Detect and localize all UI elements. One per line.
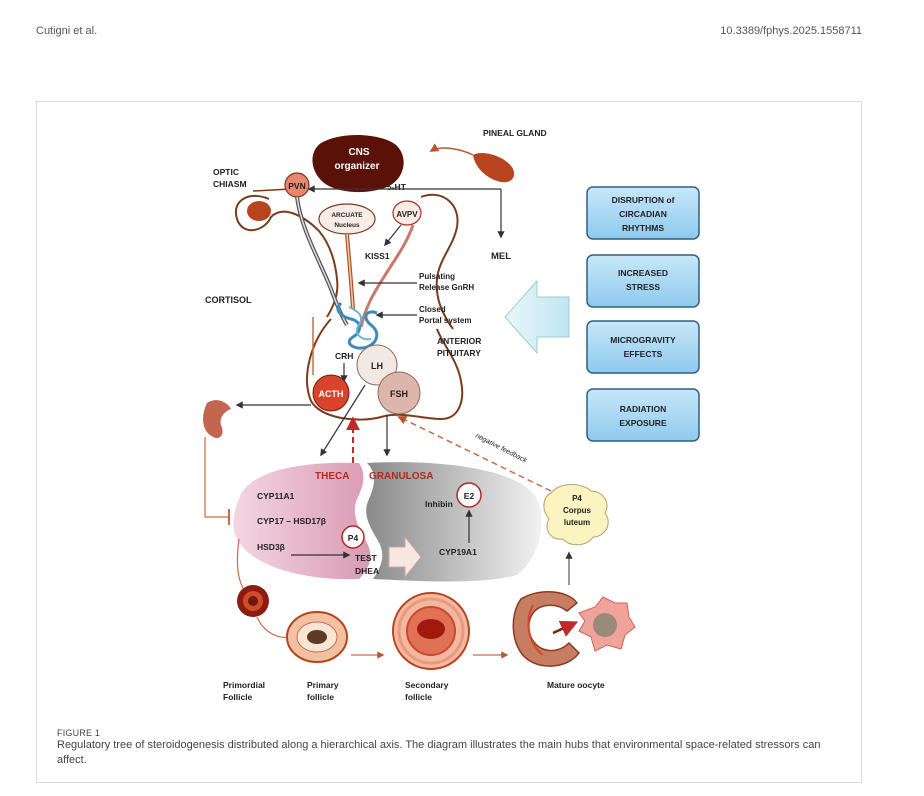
primary-follicle (286, 611, 348, 663)
steroidogenesis-diagram: CNS organizer PINEAL GLAND OPTIC CHIASM … (203, 128, 700, 702)
figure-frame (36, 101, 862, 783)
cns-organizer-label: organizer (334, 161, 379, 172)
cyp17-label: CYP17 – HSD17β (257, 516, 326, 526)
stressor-circadian-3: RHYTHMS (622, 223, 664, 233)
stressor-box-circadian: DISRUPTION of CIRCADIAN RHYTHMS (586, 186, 700, 240)
cortisol-label: CORTISOL (205, 295, 252, 305)
stressor-radiation-1: RADIATION (620, 404, 667, 414)
anterior-pituitary-label-1: ANTERIOR (437, 336, 481, 346)
kiss1-label: KISS1 (365, 251, 390, 261)
stressor-circadian-1: DISRUPTION of (612, 195, 675, 205)
negative-feedback-label: negative feedback (474, 433, 528, 465)
optic-chiasm-line (252, 188, 292, 192)
pineal-gland-shape (473, 152, 515, 183)
secondary-label-1: Secondary (405, 680, 449, 690)
stressor-circadian-2: CIRCADIAN (619, 209, 667, 219)
stressor-microgravity-2: EFFECTS (624, 349, 663, 359)
cyp19a1-label: CYP19A1 (439, 547, 477, 557)
cyp11a1-label: CYP11A1 (257, 491, 295, 501)
optic-chiasm-label-1: OPTIC (213, 167, 239, 177)
acth-label: ACTH (319, 389, 344, 399)
arcuate-label-1: ARCUATE (331, 212, 363, 219)
inhibin-label: Inhibin (425, 499, 453, 509)
granulosa-label: GRANULOSA (369, 471, 433, 482)
secondary-label-2: follicle (405, 692, 432, 702)
pulsating-label-1: Pulsating (419, 272, 455, 281)
stressor-microgravity-1: MICROGRAVITY (610, 335, 676, 345)
cortisol-inhibition-line (204, 437, 229, 518)
mel-label: MEL (491, 251, 511, 262)
crh-label: CRH (335, 351, 353, 361)
fsh-node (377, 371, 421, 415)
hypothalamus-outline (234, 193, 459, 330)
pvn-label: PVN (288, 181, 305, 191)
stressor-stress-1: INCREASED (618, 268, 668, 278)
acth-node (312, 374, 350, 412)
anterior-pituitary-label-2: PITUITARY (437, 348, 481, 358)
closed-portal-label-2: Portal system (419, 316, 471, 325)
arcuate-nucleus-node (318, 203, 376, 235)
cns-label: CNS (348, 147, 369, 158)
avpv-to-kiss1-arrow (384, 224, 402, 247)
primordial-label-1: Primordial (223, 680, 265, 690)
stressor-arrow-shape (504, 279, 570, 355)
mature-oocyte-label: Mature oocyte (547, 680, 605, 690)
dhea-label: DHEA (355, 566, 379, 576)
primary-label-1: Primary (307, 680, 339, 690)
mature-oocyte-follicle (512, 591, 636, 667)
figure-label: FIGURE 1 (57, 728, 101, 738)
portal-system (336, 301, 379, 350)
primordial-to-primary-line (256, 616, 292, 639)
p4-theca-label: P4 (348, 533, 359, 543)
secondary-follicle (392, 592, 470, 670)
luteum-label: luteum (564, 518, 590, 527)
primary-label-2: follicle (307, 692, 334, 702)
avpv-label: AVPV (396, 210, 418, 219)
e2-label: E2 (464, 491, 475, 501)
primordial-follicle (237, 585, 269, 617)
lh-node (356, 344, 398, 386)
anterior-pituitary-outline (306, 318, 464, 421)
arcuate-label-2: Nucleus (334, 222, 360, 229)
avpv-axon (359, 224, 415, 328)
corpus-p4-label: P4 (572, 494, 582, 503)
theca-label: THECA (315, 471, 349, 482)
lh-label: LH (371, 361, 383, 371)
negative-feedback-arrow (397, 416, 552, 492)
test-label: TEST (355, 553, 378, 563)
stressor-box-microgravity: MICROGRAVITY EFFECTS (586, 320, 700, 374)
primordial-label-2: Follicle (223, 692, 253, 702)
theca-shape (233, 462, 371, 580)
stressor-box-radiation: RADIATION EXPOSURE (586, 388, 700, 442)
gnrh-axon-inner (346, 233, 354, 310)
avpv-node (392, 200, 422, 226)
theca-to-granulosa-arrow (388, 535, 422, 579)
hsd3b-label: HSD3β (257, 542, 285, 552)
cns-organizer-shape (312, 134, 404, 193)
portal-system-2 (348, 306, 372, 341)
five-ht-label: 5-HT (387, 182, 407, 192)
stressor-radiation-2: EXPOSURE (619, 418, 667, 428)
lh-to-theca-arrow (320, 384, 366, 457)
optic-chiasm-label-2: CHIASM (213, 179, 247, 189)
stressor-box-stress: INCREASED STRESS (586, 254, 700, 308)
optic-chiasm-dot (247, 201, 271, 221)
p4-theca-node (341, 525, 365, 549)
running-header-authors: Cutigni et al. (36, 25, 98, 37)
pineal-gland-label: PINEAL GLAND (483, 128, 547, 138)
closed-portal-label-1: Closed (419, 305, 446, 314)
figure-caption: Regulatory tree of steroidogenesis distr… (57, 739, 821, 766)
adrenal-kidney-shape (203, 400, 231, 439)
corpus-luteum-shape (543, 484, 609, 546)
fsh-label: FSH (390, 389, 408, 399)
pineal-to-cns-line (429, 143, 474, 156)
pulsating-label-2: Release GnRH (419, 283, 474, 292)
stressor-stress-2: STRESS (626, 282, 660, 292)
corpus-label: Corpus (563, 506, 592, 515)
e2-node (456, 482, 482, 508)
running-header-doi[interactable]: 10.3389/fphys.2025.1558711 (720, 25, 862, 37)
